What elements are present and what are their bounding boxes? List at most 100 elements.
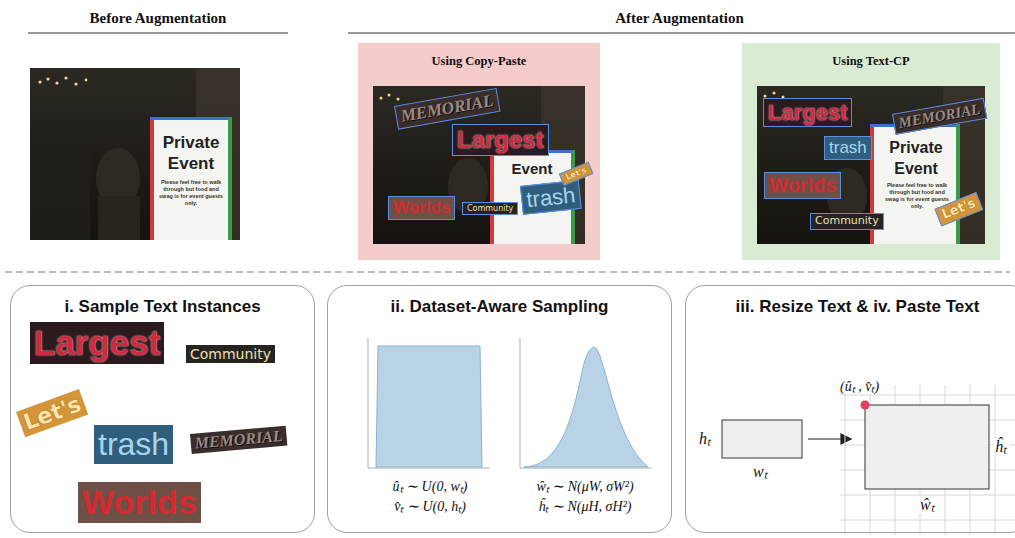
panel-title-row: Using Text-CP (742, 43, 1000, 69)
drawing-line (348, 33, 1015, 34)
label-holder: Worlds (78, 482, 201, 523)
drawing-rect (150, 117, 154, 240)
formula: ŵₜ ∼ N(μW, σW²) (536, 479, 633, 496)
label-holder: Community (462, 197, 518, 215)
dimension-label: hₜ (699, 430, 711, 447)
label-holder: ûₜ ∼ U(0, wₜ) (360, 477, 500, 496)
text-instance: trash (824, 136, 872, 160)
drawing-rect (490, 150, 494, 244)
sign-small-text: Please feel free to walk through but foo… (156, 179, 226, 207)
label-holder: Private (872, 138, 960, 157)
panel-title-row: iii. Resize Text & iv. Paste Text (686, 286, 1015, 317)
panel-title: Using Copy-Paste (432, 54, 527, 68)
drawing-rect (150, 117, 232, 120)
resize-illustration (722, 385, 1015, 535)
label-holder: hₜ (699, 429, 711, 448)
drawing-line (840, 520, 1015, 521)
text-instance: Largest (452, 124, 549, 156)
coordinate-label: (ûₜ , v̂ₜ) (838, 379, 881, 394)
drawing-rect (228, 117, 232, 240)
drawing-circle (85, 79, 88, 82)
text-instance: trash (94, 425, 173, 464)
text-instance: Community (810, 213, 884, 230)
drawing-rect (30, 140, 90, 240)
drawing-circle (46, 77, 49, 80)
drawing-circle (64, 76, 67, 79)
text-instance: Let's (16, 389, 89, 438)
panel-title: ii. Dataset-Aware Sampling (391, 297, 609, 316)
formula: ûₜ ∼ U(0, wₜ) (393, 479, 468, 496)
panel-title: iii. Resize Text & iv. Paste Text (736, 297, 980, 316)
drawing-circle (773, 92, 776, 95)
drawing-circle (38, 80, 41, 83)
drawing-g (840, 385, 1015, 535)
sign-text: Event (168, 154, 214, 174)
sign-text: Event (512, 160, 553, 178)
label-holder: Let's (16, 389, 89, 438)
drawing-circle (55, 81, 58, 84)
label-holder: trash (824, 136, 872, 160)
panel-title-row: ii. Dataset-Aware Sampling (328, 286, 671, 317)
drawing-line (808, 438, 850, 439)
label-holder: Largest (763, 98, 852, 127)
dimension-label: ŵₜ (918, 496, 937, 513)
step-panel: ii. Dataset-Aware Sampling (327, 285, 672, 533)
photo-before (30, 68, 240, 240)
step-panel: iii. Resize Text & iv. Paste Text (685, 285, 1015, 533)
label-holder: trash (94, 425, 173, 464)
drawing-path (524, 347, 648, 467)
label-holder: Largest (452, 124, 549, 156)
panel-title: i. Sample Text Instances (64, 297, 260, 316)
drawing-line (845, 385, 846, 535)
formula: v̂ₜ ∼ U(0, hₜ) (394, 499, 466, 516)
uniform-plot (368, 338, 490, 468)
drawing-rect (98, 196, 140, 240)
label-holder: Community (810, 210, 884, 230)
drawing-rect (722, 420, 802, 458)
text-instance: Community (186, 345, 275, 363)
drawing-rect (373, 86, 585, 244)
label-holder: Event (872, 159, 960, 178)
panel-title: Using Text-CP (832, 54, 909, 68)
drawing-line (520, 338, 521, 468)
label-holder: Community (186, 345, 275, 363)
drawing-line (28, 33, 288, 34)
label-holder: Please feel free to walk through but foo… (156, 179, 226, 209)
drawing-path (376, 346, 482, 467)
text-instance: Worlds (78, 482, 201, 523)
label-holder: Private (150, 133, 232, 153)
drawing-line (368, 338, 369, 468)
label-holder: Largest (30, 322, 164, 364)
text-instance: Community (462, 202, 518, 215)
label-holder: Event (150, 154, 232, 174)
formula: ĥₜ ∼ N(μH, σH²) (538, 499, 631, 516)
drawing-line (995, 385, 996, 535)
drawing-rect (30, 68, 240, 240)
label-holder: trash (520, 180, 582, 215)
drawing-circle (397, 98, 400, 101)
section-heading: After Augmentation (615, 9, 743, 27)
drawing-rect (150, 117, 232, 240)
label-holder: ĥₜ (993, 437, 1009, 456)
drawing-circle (861, 401, 870, 410)
text-instance: Worlds (764, 172, 841, 199)
label-holder: ŵₜ ∼ N(μW, σW²) (512, 477, 658, 496)
drawing-line (368, 468, 490, 469)
drawing-line (520, 468, 652, 469)
sign-text: Private (163, 133, 220, 153)
label-holder: Worlds (764, 172, 841, 199)
drawing-circle (388, 94, 391, 97)
drawing-circle (74, 82, 77, 85)
gaussian-plot (520, 338, 652, 468)
label-holder: ĥₜ ∼ N(μH, σH²) (512, 497, 658, 516)
label-holder: v̂ₜ ∼ U(0, hₜ) (360, 497, 500, 516)
text-instance: MEMORIAL (190, 426, 287, 455)
drawing-line (840, 395, 1015, 396)
dimension-label: wₜ (753, 463, 768, 480)
label-holder: MEMORIAL (190, 426, 287, 455)
sign-text: Event (894, 159, 938, 178)
label-holder: Before Augmentation (28, 9, 288, 27)
text-instance: Largest (763, 98, 852, 127)
text-instance: trash (520, 180, 582, 215)
